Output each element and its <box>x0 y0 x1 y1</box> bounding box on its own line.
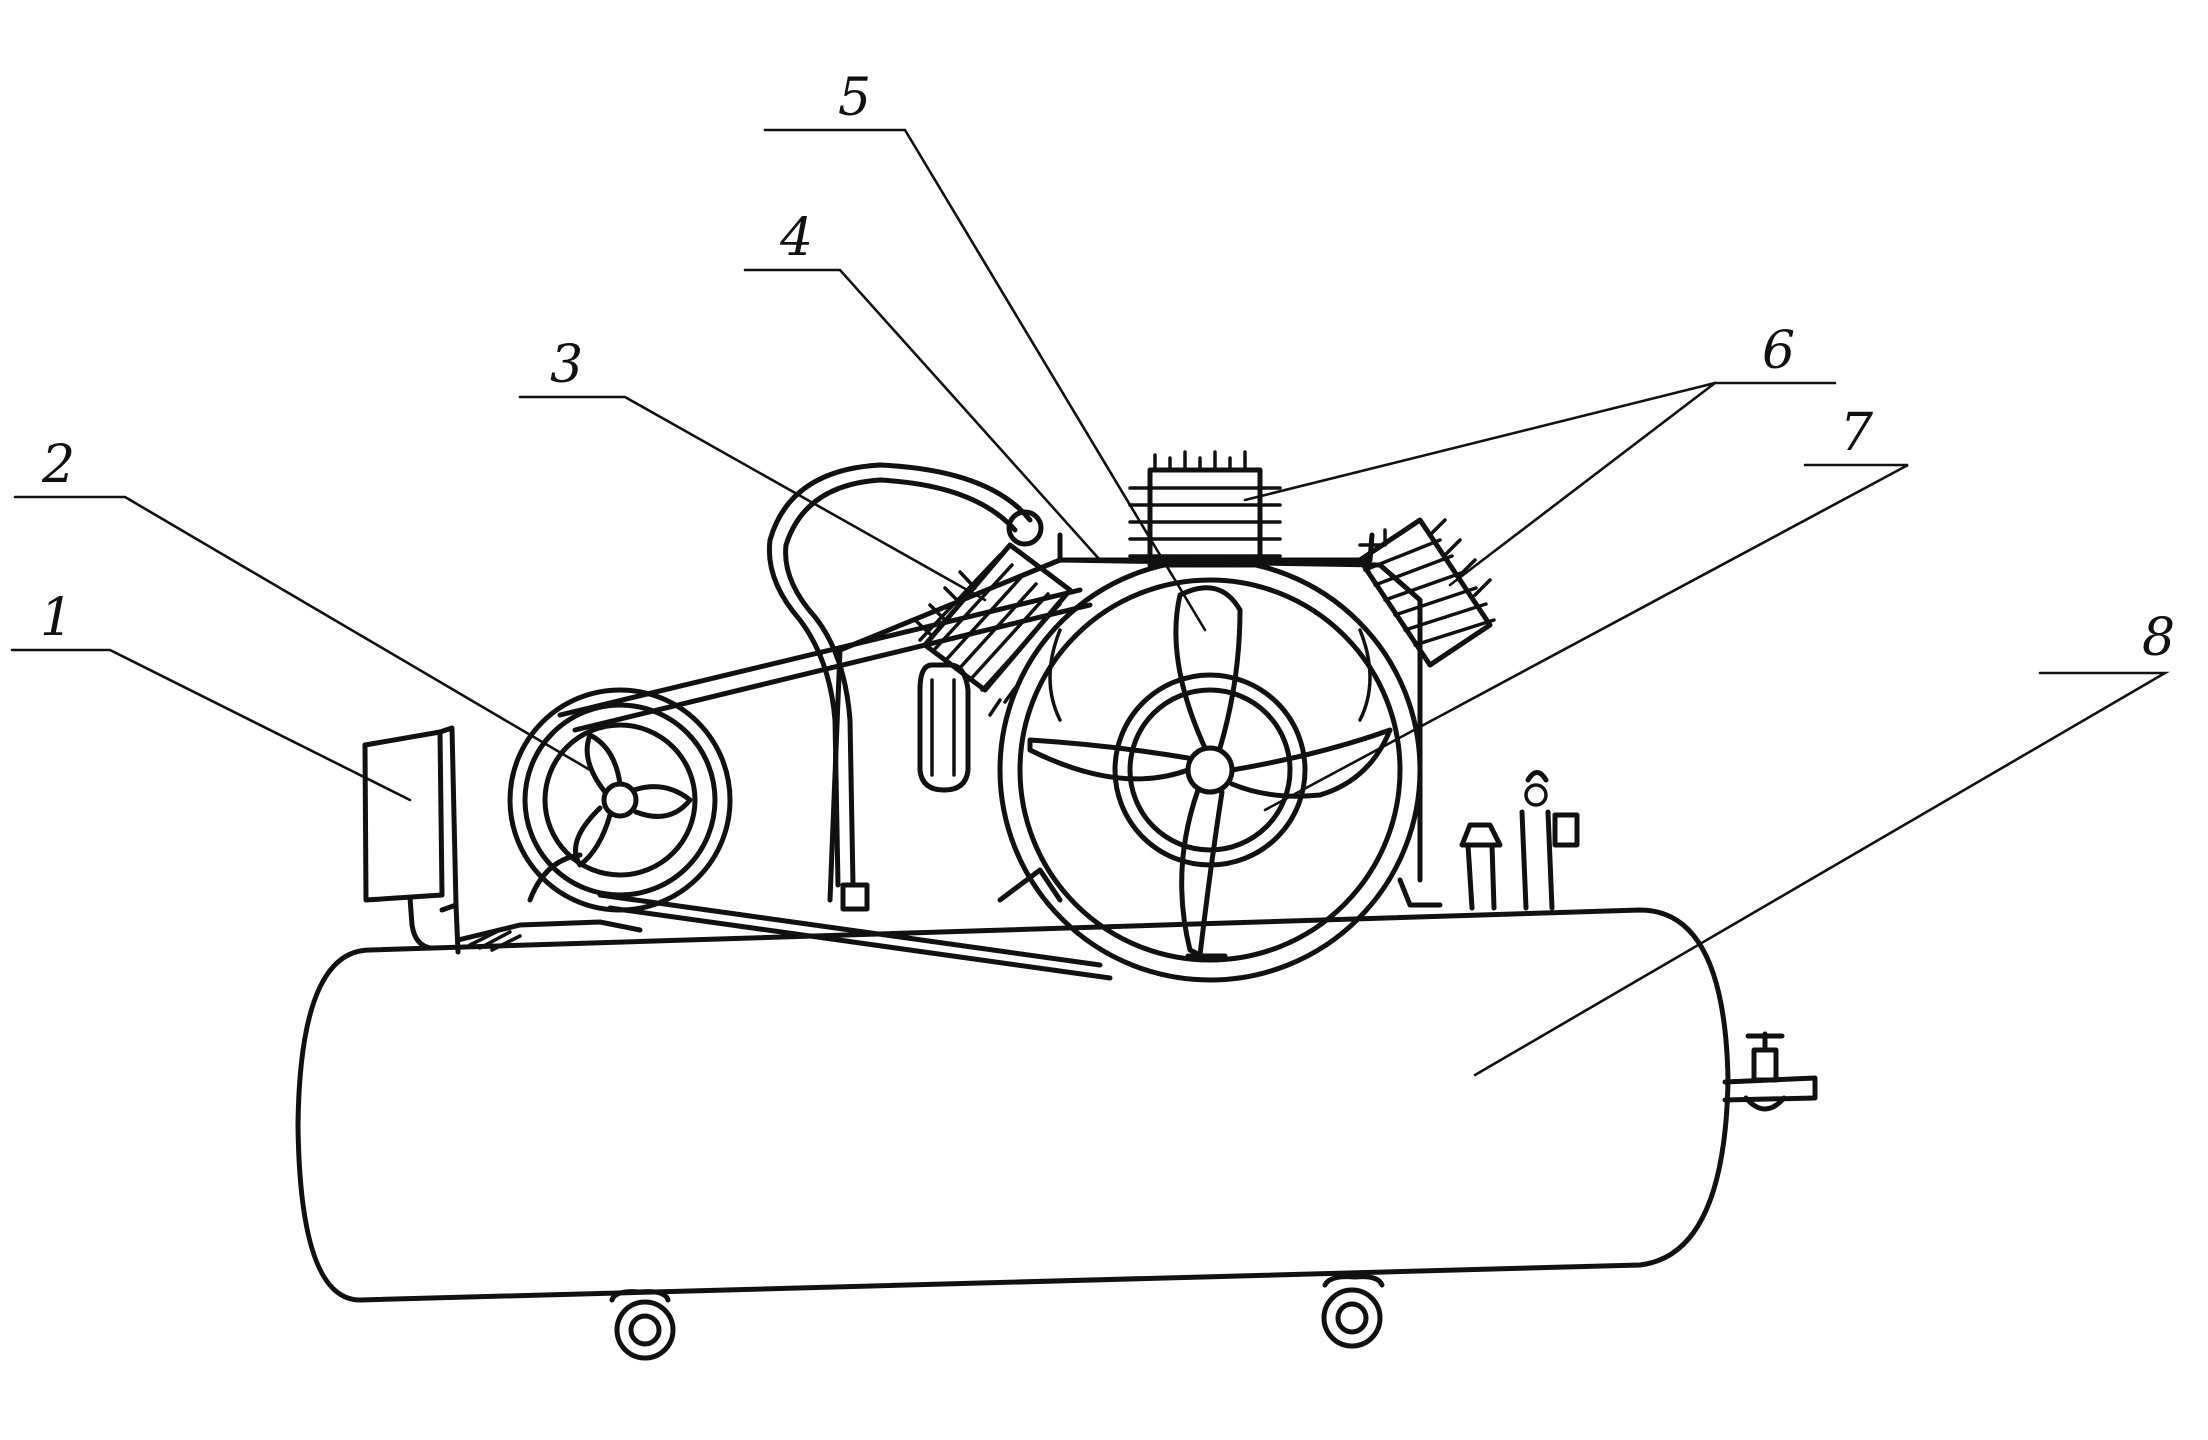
label-3: 3 <box>550 335 583 395</box>
label-8: 8 <box>2142 608 2175 668</box>
right-cylinder <box>1357 517 1496 668</box>
label-4: 4 <box>779 208 813 268</box>
wheel-left <box>609 1289 676 1361</box>
top-cylinder <box>1128 450 1282 568</box>
label-1: 1 <box>40 588 73 648</box>
leader-7 <box>1263 463 1909 812</box>
label-2: 2 <box>41 435 75 495</box>
leader-1 <box>10 648 412 802</box>
label-7: 7 <box>1840 403 1874 463</box>
leader-6b <box>1448 381 1717 587</box>
electric-switch-box <box>362 725 461 955</box>
outlet-valve <box>1722 1031 1818 1112</box>
air-tank <box>295 907 1818 1361</box>
leader-5 <box>763 128 1207 632</box>
leader-3 <box>518 395 987 602</box>
leader-6a <box>1243 381 1717 502</box>
leader-lines <box>10 128 2170 1077</box>
intake-pipe <box>766 462 1044 912</box>
motor-pulley <box>507 687 733 913</box>
motor-mount <box>455 852 643 952</box>
wheel-right <box>1321 1274 1385 1349</box>
leader-2 <box>13 495 592 772</box>
pressure-fittings <box>1459 770 1580 911</box>
leader-4 <box>743 268 1102 562</box>
sight-glass <box>917 662 971 793</box>
label-5: 5 <box>838 68 871 128</box>
flywheel <box>997 557 1423 983</box>
callout-labels: 1 2 3 4 5 6 7 8 <box>40 68 2175 668</box>
label-6: 6 <box>1762 321 1795 381</box>
leader-8 <box>1473 671 2170 1077</box>
